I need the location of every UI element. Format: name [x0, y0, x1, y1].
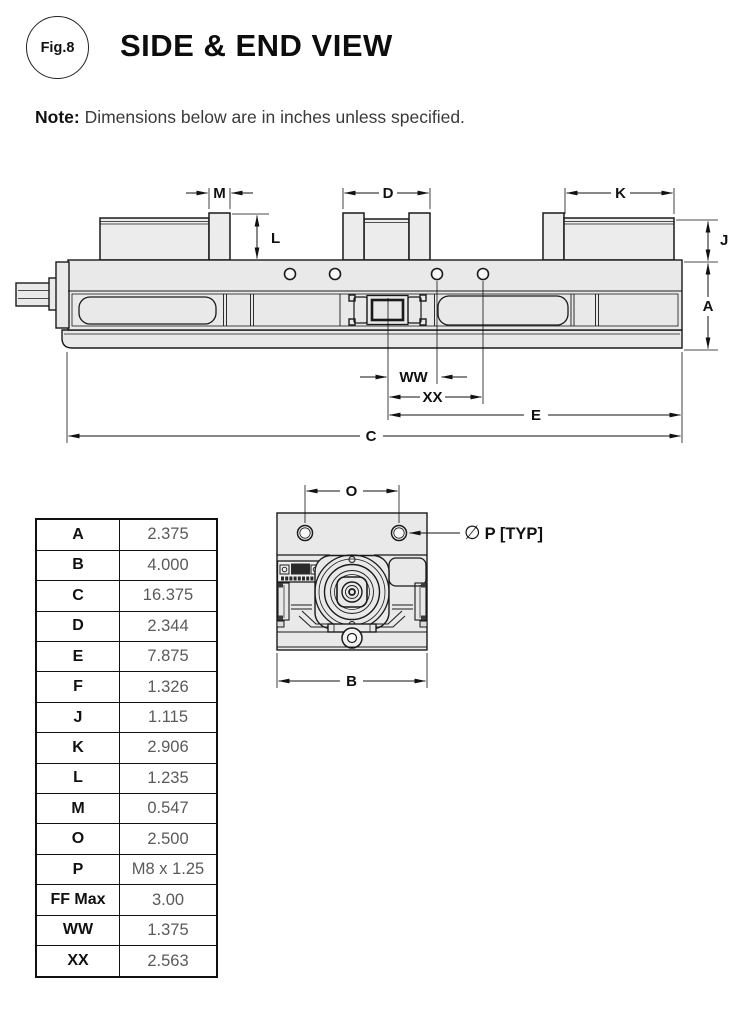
right-workpiece-block: [563, 217, 675, 261]
hub-top-screw: [348, 556, 356, 563]
center-hub: [314, 554, 390, 630]
right-slot: [437, 295, 569, 326]
dim-label-a: A: [703, 298, 714, 315]
dim-label-o: O: [346, 483, 358, 500]
side-view-body: [55, 259, 683, 349]
dim-label-m: M: [213, 185, 226, 202]
dim-label-j: J: [720, 232, 728, 249]
dim-label-xx: XX: [422, 389, 442, 406]
note: Note: Dimensions below are in inches unl…: [35, 107, 465, 128]
dim-label-d: D: [383, 185, 394, 202]
page-title: SIDE & END VIEW: [120, 28, 393, 63]
center-left-jaw: [342, 212, 365, 261]
dim-value: 1.326: [119, 671, 218, 703]
dim-value: 1.235: [119, 762, 218, 795]
side-grooves: [277, 582, 427, 621]
dim-value: 2.375: [119, 518, 218, 551]
dim-value: 16.375: [119, 580, 218, 612]
dim-value: 2.500: [119, 823, 218, 855]
dim-key: E: [35, 640, 120, 673]
dim-key: B: [35, 549, 120, 582]
dim-label-e: E: [531, 407, 541, 424]
base-flange: [61, 329, 683, 349]
dim-value: M8 x 1.25: [119, 853, 218, 886]
dim-key: J: [35, 701, 120, 734]
end-view: O ∅P [TYP] B: [276, 483, 543, 690]
dim-value: 2.906: [119, 732, 218, 764]
dim-label-l: L: [271, 230, 280, 247]
dim-value: 4.000: [119, 549, 218, 582]
dim-key: FF Max: [35, 884, 120, 916]
side-view-jaw-blocks: [99, 212, 675, 261]
dim-value: 0.547: [119, 793, 218, 825]
dim-key: O: [35, 823, 120, 855]
dim-value: 2.563: [119, 945, 218, 978]
figure-label: Fig.8: [40, 39, 75, 56]
dim-key: M: [35, 793, 120, 825]
dim-value: 1.375: [119, 914, 218, 947]
dim-value: 1.115: [119, 701, 218, 734]
dim-label-b: B: [346, 673, 357, 690]
center-block: [363, 218, 410, 261]
dim-key: C: [35, 580, 120, 612]
dim-key: K: [35, 732, 120, 764]
dim-key: XX: [35, 945, 120, 978]
note-label: Note:: [35, 107, 80, 127]
dim-key: P: [35, 853, 120, 886]
hex-shaft: [15, 282, 51, 307]
dim-value: 7.875: [119, 640, 218, 673]
side-view: M D K L J A WW XX: [15, 185, 728, 445]
center-right-jaw: [408, 212, 431, 261]
figure-badge: Fig.8: [26, 16, 89, 79]
center-nut-assembly: [348, 294, 427, 326]
dim-key: WW: [35, 914, 120, 947]
dim-value: 3.00: [119, 884, 218, 916]
dim-key: L: [35, 762, 120, 795]
left-slot: [78, 296, 217, 325]
end-view-top-holes: [296, 524, 408, 542]
dim-label-p: ∅P [TYP]: [464, 522, 543, 544]
end-view-bottom: [276, 620, 428, 649]
end-cap: [55, 261, 70, 329]
dim-label-c: C: [366, 428, 377, 445]
right-jaw: [542, 212, 565, 261]
end-view-dimensions: O ∅P [TYP] B: [276, 483, 543, 690]
dim-key: F: [35, 671, 120, 703]
dim-key: A: [35, 518, 120, 551]
left-jaw: [208, 212, 231, 261]
dim-value: 2.344: [119, 610, 218, 642]
side-view-dimensions: M D K L J A WW XX: [66, 185, 728, 445]
diameter-symbol: ∅: [464, 522, 481, 544]
dim-label-k: K: [615, 185, 626, 202]
mounting-holes: [283, 267, 490, 281]
dim-key: D: [35, 610, 120, 642]
lead-screw: [15, 277, 58, 311]
note-text: Dimensions below are in inches unless sp…: [79, 107, 465, 127]
dim-label-ww: WW: [399, 369, 428, 386]
